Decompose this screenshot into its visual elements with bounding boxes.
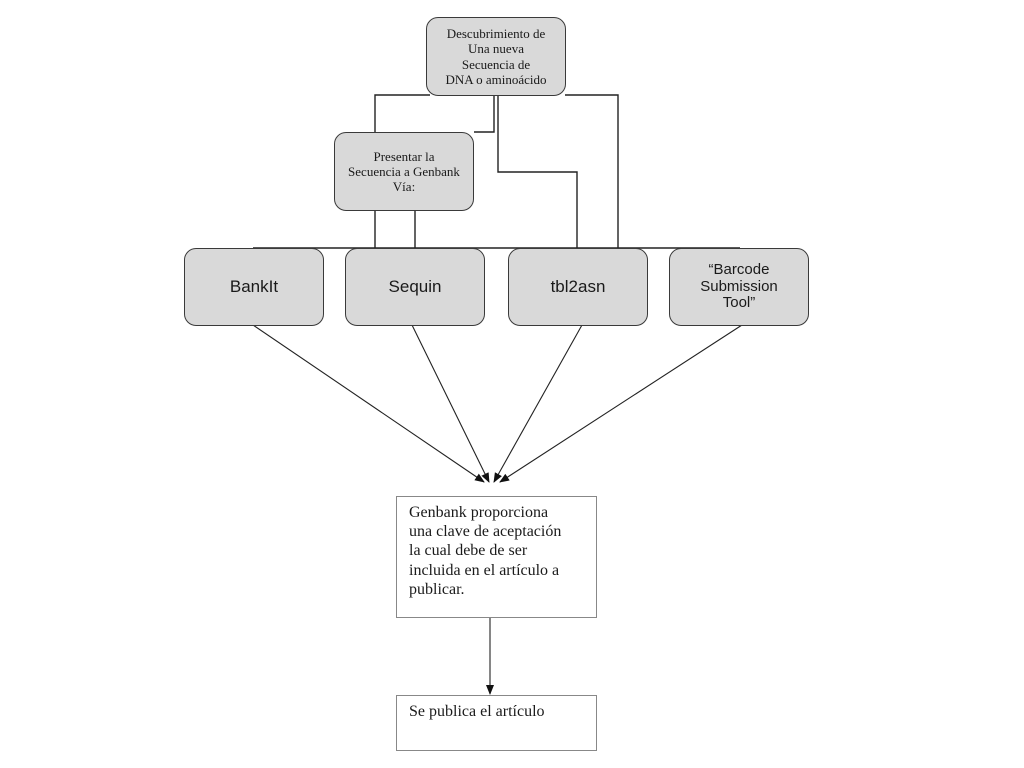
publish-text: Se publica el artículo [409,703,545,720]
accession-text: Genbank proporciona una clave de aceptac… [409,504,562,598]
connector-discovery-to-tbl2asn [565,94,619,248]
tool-bankit-box: BankIt [184,248,324,326]
tool-tbl2asn-box: tbl2asn [508,248,648,326]
tool-bankit-label: BankIt [229,277,279,297]
tool-barcode-label: “Barcode Submission Tool” [700,260,778,312]
arrow-sequin-to-genbank [411,324,490,483]
tool-barcode-box: “Barcode Submission Tool” [669,248,809,326]
arrow-barcode-to-genbank [499,324,743,483]
accession-box: Genbank proporciona una clave de aceptac… [396,496,597,618]
arrow-bankit-to-genbank [252,324,485,483]
submit-box: Presentar la Secuencia a Genbank Vía: [334,132,474,211]
discovery-box: Descubrimiento de Una nueva Secuencia de… [426,17,566,96]
publish-box: Se publica el artículo [396,695,597,751]
connector-discovery-vertical [497,96,578,248]
tool-sequin-label: Sequin [388,277,442,297]
arrow-tbl2asn-to-genbank [493,324,583,483]
submit-text: Presentar la Secuencia a Genbank Vía: [348,148,460,195]
connector-discovery-to-submit [474,96,495,133]
tool-tbl2asn-label: tbl2asn [550,277,606,297]
discovery-text: Descubrimiento de Una nueva Secuencia de… [445,25,547,87]
tool-sequin-box: Sequin [345,248,485,326]
